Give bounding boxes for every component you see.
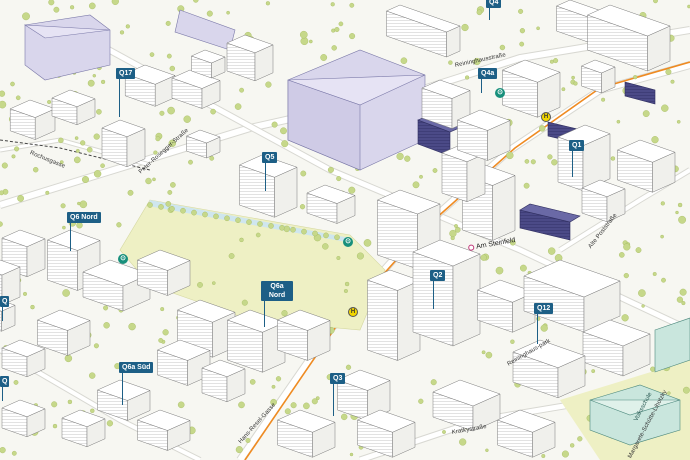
marker-q17-label: Q17 [116, 68, 136, 79]
building-21 [581, 179, 626, 223]
poi-icon-3[interactable]: ⊙ [118, 254, 128, 264]
building-2 [586, 4, 671, 72]
building-39 [356, 409, 416, 458]
building-44 [36, 309, 91, 356]
marker-q6a-nord[interactable]: Q6a Nord [261, 281, 293, 327]
marker-q17[interactable]: Q17 [116, 68, 136, 117]
marker-q1[interactable]: Q1 [569, 140, 585, 177]
marker-q12-label: Q12 [534, 303, 554, 314]
building-9 [101, 119, 146, 168]
building-45 [1, 339, 46, 378]
marker-q4a-label: Q4a [478, 68, 498, 79]
building-19 [456, 109, 511, 161]
building-17 [580, 59, 616, 94]
building-12 [306, 184, 356, 224]
tram-h-icon-2[interactable]: H [348, 307, 358, 317]
building-8 [51, 89, 96, 126]
marker-q6a-nord-label: Q6a Nord [261, 281, 293, 301]
building-3 [226, 34, 274, 82]
building-33 [523, 259, 621, 333]
building-4 [124, 64, 176, 107]
building-38 [336, 369, 391, 421]
building-10 [185, 129, 221, 159]
building-32 [476, 279, 536, 333]
marker-q2-label: Q2 [430, 270, 446, 281]
tram-stop-icon [467, 244, 475, 252]
poi-icon-1[interactable]: ⊙ [495, 88, 505, 98]
building-40 [276, 409, 336, 458]
building-24 [1, 229, 46, 278]
tram-h-icon-1[interactable]: H [541, 112, 551, 122]
building-43 [96, 379, 151, 421]
building-35 [512, 339, 586, 399]
marker-q6-nord[interactable]: Q6 Nord [67, 212, 101, 251]
building-29 [276, 309, 331, 361]
marker-q4a[interactable]: Q4a [478, 68, 498, 93]
marker-q5-label: Q5 [262, 152, 278, 163]
building-42 [201, 359, 246, 403]
building-6 [190, 49, 226, 79]
building-37 [496, 409, 556, 458]
marker-q3[interactable]: Q3 [330, 373, 346, 416]
marker-left-a[interactable]: Q [0, 296, 10, 321]
building-22 [616, 139, 676, 193]
existing-factory-nw [23, 9, 236, 81]
generic-buildings [0, 0, 676, 458]
building-48 [1, 399, 46, 438]
marker-left-b-label: Q [0, 376, 10, 387]
poi-icon-2[interactable]: ⊙ [343, 237, 353, 247]
building-15 [441, 144, 486, 203]
existing-industrial-hall [287, 49, 426, 171]
building-49 [0, 259, 21, 306]
building-34 [582, 319, 651, 377]
building-16 [501, 59, 561, 118]
building-7 [9, 99, 56, 140]
marker-q4-label: Q4 [486, 0, 502, 8]
building-28 [226, 309, 286, 373]
building-0 [385, 4, 461, 58]
building-36 [432, 379, 501, 432]
marker-q4[interactable]: Q4 [486, 0, 502, 20]
school-building [589, 317, 690, 446]
building-30 [366, 269, 421, 361]
building-26 [136, 249, 191, 296]
building-5 [171, 69, 221, 109]
marker-q5[interactable]: Q5 [262, 152, 278, 191]
marker-q2[interactable]: Q2 [430, 270, 446, 309]
marker-q6a-sued-label: Q6a Süd [119, 362, 154, 373]
building-46 [61, 409, 106, 448]
marker-q6a-sued[interactable]: Q6a Süd [119, 362, 154, 405]
building-47 [136, 409, 191, 451]
marker-q3-label: Q3 [330, 373, 346, 384]
marker-q12[interactable]: Q12 [534, 303, 554, 344]
marker-left-b[interactable]: Q [0, 376, 10, 401]
marker-q6-nord-label: Q6 Nord [67, 212, 101, 223]
marker-left-a-label: Q [0, 296, 10, 307]
marker-q1-label: Q1 [569, 140, 585, 151]
building-31 [412, 239, 481, 347]
